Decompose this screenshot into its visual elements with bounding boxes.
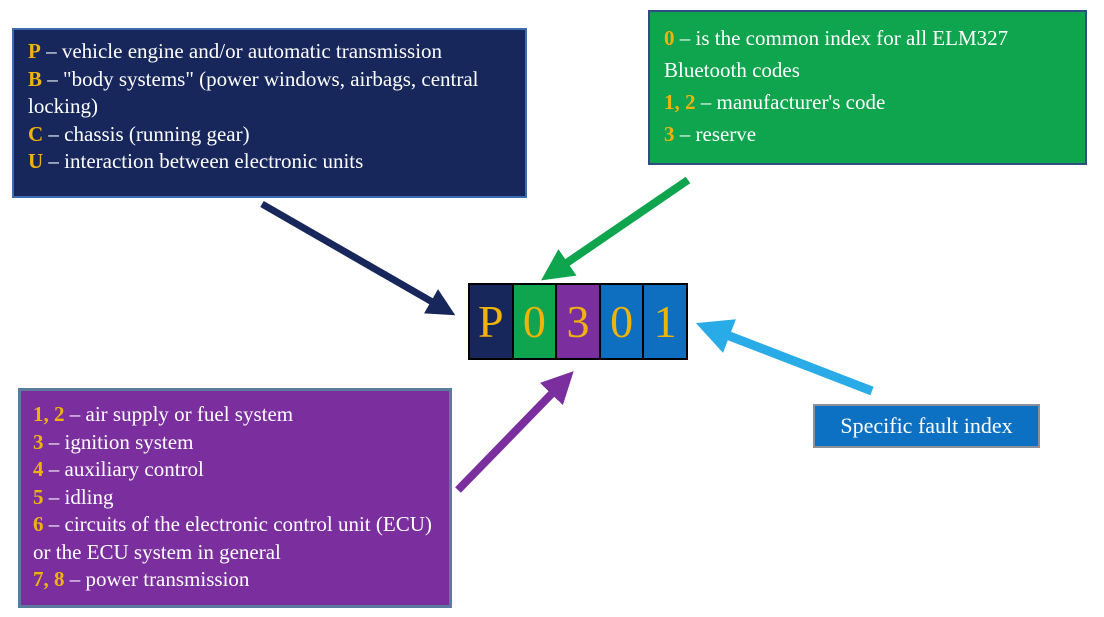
legend-key: 0 <box>664 26 675 50</box>
legend-key: C <box>28 121 44 146</box>
legend-key: 3 <box>33 429 44 454</box>
common-index-legend: 0 – is the common index for all ELM327 B… <box>648 10 1087 165</box>
legend-text: – ignition system <box>43 429 194 454</box>
legend-text: – chassis (running gear) <box>43 121 250 146</box>
legend-line: 6 – circuits of the electronic control u… <box>33 511 437 566</box>
legend-text: – reserve <box>674 122 757 146</box>
legend-text: – "body systems" (power windows, airbags… <box>28 66 479 119</box>
legend-key: 1, 2 <box>33 402 65 426</box>
subsystem-legend: 1, 2 – air supply or fuel system 3 – ign… <box>18 388 452 608</box>
fault-code-cell-digit5: 1 <box>642 285 686 358</box>
legend-line: U – interaction between electronic units <box>28 148 511 176</box>
legend-key: 7, 8 <box>33 567 65 591</box>
fault-code-cell-subsystem: 3 <box>555 285 599 358</box>
legend-text: – idling <box>43 484 114 509</box>
legend-text: – circuits of the electronic control uni… <box>33 512 432 564</box>
legend-line: 7, 8 – power transmission <box>33 566 437 594</box>
legend-key: 5 <box>33 484 44 509</box>
legend-key: P <box>28 39 41 63</box>
fault-code: P 0 3 0 1 <box>468 283 688 360</box>
legend-text: – power transmission <box>64 567 250 591</box>
legend-key: 3 <box>664 122 675 146</box>
legend-text: – manufacturer's code <box>695 90 886 114</box>
arrow-subsystem <box>455 371 574 493</box>
legend-line: 4 – auxiliary control <box>33 456 437 484</box>
legend-line: 1, 2 – manufacturer's code <box>664 86 1071 118</box>
fault-code-cell-digit4: 0 <box>598 285 643 358</box>
legend-key: B <box>28 66 43 91</box>
arrow-fault-index <box>695 319 874 396</box>
system-letter-legend: P – vehicle engine and/or automatic tran… <box>12 28 527 198</box>
legend-text: – air supply or fuel system <box>64 402 294 426</box>
legend-line: 3 – reserve <box>664 118 1071 150</box>
legend-text: – is the common index for all ELM327 Blu… <box>664 26 1009 82</box>
legend-line: 5 – idling <box>33 484 437 512</box>
legend-key: 6 <box>33 512 44 536</box>
legend-text: – auxiliary control <box>43 457 204 481</box>
legend-key: 1, 2 <box>664 90 696 114</box>
legend-line: 0 – is the common index for all ELM327 B… <box>664 22 1071 86</box>
legend-line: P – vehicle engine and/or automatic tran… <box>28 38 511 66</box>
legend-line: 3 – ignition system <box>33 429 437 457</box>
legend-line: 1, 2 – air supply or fuel system <box>33 401 437 429</box>
specific-fault-index-text: Specific fault index <box>840 413 1013 438</box>
arrow-common-index <box>541 176 691 281</box>
legend-key: 4 <box>33 457 44 481</box>
fault-code-cell-system: P <box>470 285 512 358</box>
legend-line: C – chassis (running gear) <box>28 121 511 149</box>
fault-code-cell-index: 0 <box>511 285 556 358</box>
legend-text: – vehicle engine and/or automatic transm… <box>40 39 443 63</box>
legend-text: – interaction between electronic units <box>43 149 364 173</box>
specific-fault-index-label: Specific fault index <box>813 404 1040 448</box>
arrow-system-letter <box>260 200 456 316</box>
legend-line: B – "body systems" (power windows, airba… <box>28 66 511 121</box>
legend-key: U <box>28 149 44 173</box>
